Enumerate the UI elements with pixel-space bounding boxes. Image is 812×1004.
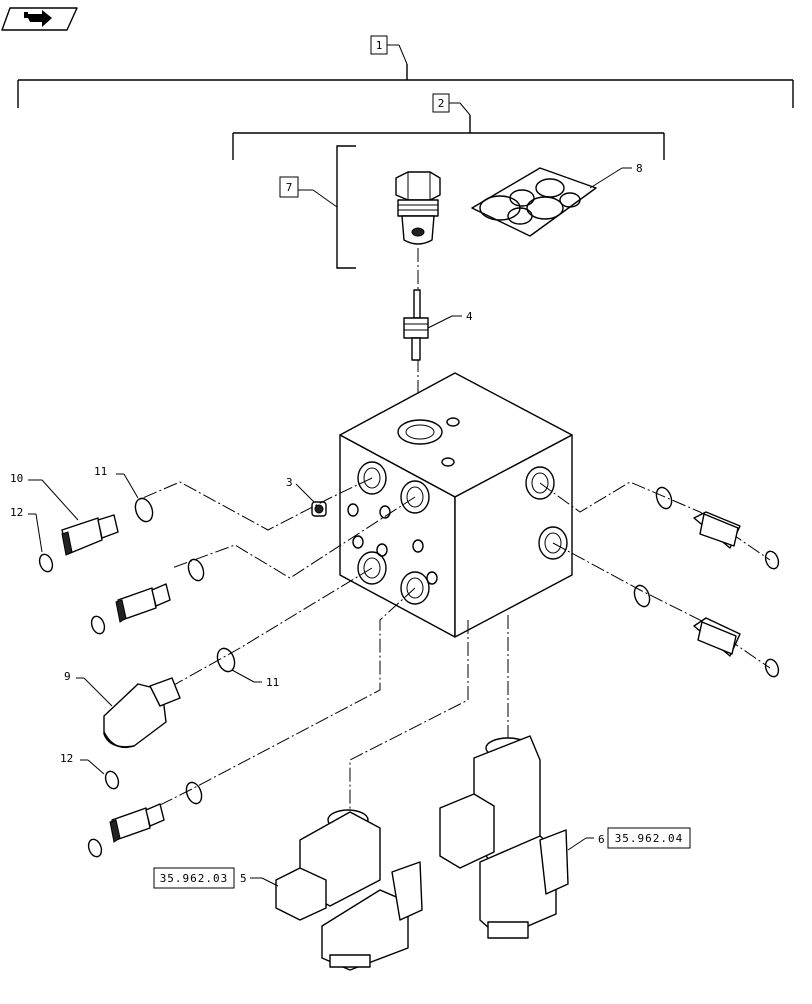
fitting-straight-left-3[interactable]: [109, 803, 165, 843]
callout-7[interactable]: 7: [279, 176, 338, 208]
callout-2[interactable]: 2: [432, 93, 471, 116]
o-ring-left-4[interactable]: [184, 780, 205, 805]
fitting-straight-right-1[interactable]: [693, 511, 741, 549]
callout-6-text: 6: [598, 833, 605, 846]
o-ring-right-1[interactable]: [654, 485, 675, 510]
assembly-bracket-1: [17, 64, 794, 108]
o-ring-11-left-top[interactable]: [132, 496, 155, 524]
callout-4-text: 4: [466, 310, 473, 323]
assembly-bracket-2: [232, 115, 665, 160]
elbow-fitting-9[interactable]: [103, 677, 181, 749]
callout-11-bottom[interactable]: 11: [231, 669, 279, 689]
callout-3[interactable]: 3: [286, 476, 315, 503]
callout-10-text: 10: [10, 472, 23, 485]
callout-1-text: 1: [376, 39, 383, 52]
o-ring-12-left-top[interactable]: [37, 552, 54, 573]
o-ring-right-2[interactable]: [632, 583, 653, 608]
callout-9-text: 9: [64, 670, 71, 683]
o-ring-11-left-bottom[interactable]: [214, 646, 237, 674]
fitting-straight-10[interactable]: [61, 514, 119, 556]
callout-10[interactable]: 10: [10, 472, 79, 521]
ref6-text: 35.962.04: [615, 832, 684, 845]
seal-kit-bag[interactable]: [471, 167, 597, 237]
o-ring-right-1b[interactable]: [763, 549, 780, 570]
callout-11a-text: 11: [94, 465, 107, 478]
valve-block[interactable]: [339, 372, 573, 638]
o-ring-left-2b[interactable]: [89, 614, 106, 635]
o-ring-left-2[interactable]: [186, 557, 207, 582]
callout-12-top[interactable]: 12: [10, 506, 43, 553]
callout-8[interactable]: 8: [589, 162, 643, 189]
fitting-straight-left-2[interactable]: [115, 583, 171, 623]
callout-11-top[interactable]: 11: [94, 465, 139, 499]
orifice-plug[interactable]: [311, 501, 327, 517]
ref5-text: 35.962.03: [160, 872, 229, 885]
reference-box-5: [153, 867, 235, 889]
callout-7-text: 7: [286, 181, 293, 194]
callout-5-text: 5: [240, 872, 247, 885]
reference-box-6: [607, 827, 691, 849]
callout-3-text: 3: [286, 476, 293, 489]
callout-5[interactable]: 35.962.03 5: [153, 867, 279, 889]
callout-4[interactable]: 4: [427, 310, 473, 329]
cartridge-plug[interactable]: [395, 171, 441, 245]
solenoid-coil-5[interactable]: [275, 809, 423, 971]
callout-12b-text: 12: [60, 752, 73, 765]
o-ring-right-2b[interactable]: [763, 657, 780, 678]
o-ring-12-left-bottom[interactable]: [103, 769, 120, 790]
arrow-right-icon: [24, 10, 52, 27]
callout-11b-text: 11: [266, 676, 279, 689]
nav-arrow-button[interactable]: [1, 7, 78, 31]
kit-bracket-7: [336, 145, 356, 269]
callout-12a-text: 12: [10, 506, 23, 519]
callout-6[interactable]: 6 35.962.04: [567, 827, 691, 851]
callout-12-bottom[interactable]: 12: [60, 752, 105, 775]
callout-9[interactable]: 9: [64, 670, 113, 707]
callout-8-text: 8: [636, 162, 643, 175]
solenoid-coil-6[interactable]: [439, 735, 569, 939]
callout-1[interactable]: 1: [370, 35, 408, 65]
callout-2-text: 2: [438, 97, 445, 110]
fitting-straight-right-2[interactable]: [693, 617, 741, 657]
o-ring-left-4b[interactable]: [86, 837, 103, 858]
needle-valve[interactable]: [403, 289, 429, 361]
